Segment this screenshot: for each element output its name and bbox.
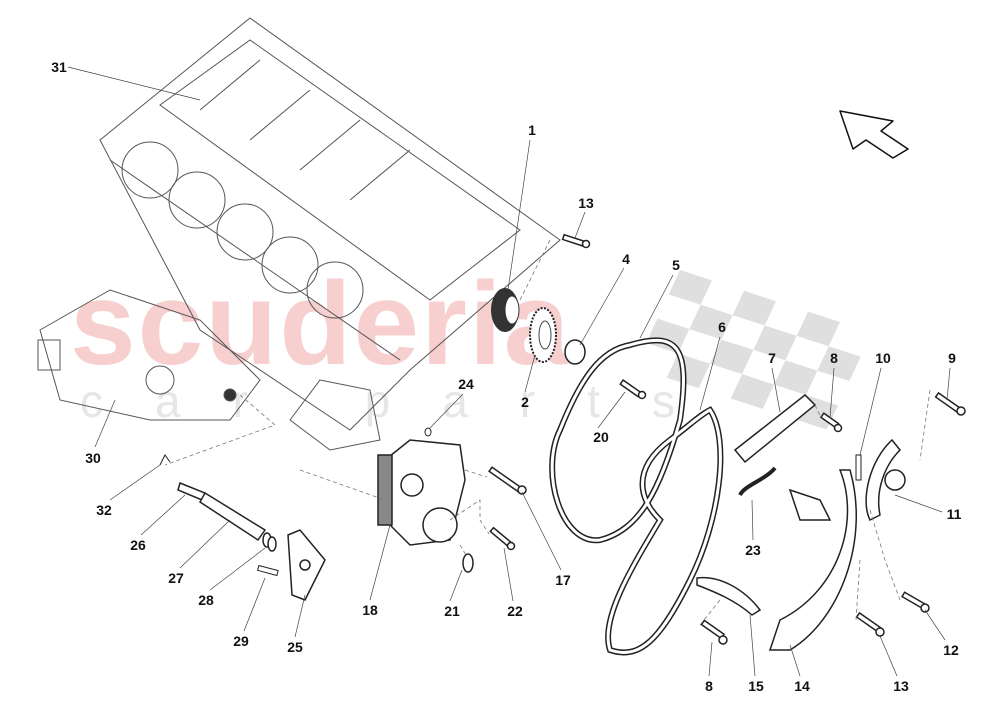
callout-c32[interactable]: 32 <box>96 502 112 518</box>
engine-block <box>99 17 561 451</box>
sprocket-1 <box>491 288 520 332</box>
bolt-13-top <box>561 233 591 249</box>
guide-rail-7 <box>733 393 817 464</box>
callout-c5[interactable]: 5 <box>672 257 680 273</box>
pin-10 <box>855 454 862 481</box>
seal-23 <box>738 466 777 497</box>
callout-c13a[interactable]: 13 <box>578 195 594 211</box>
assembly-lines <box>164 239 931 626</box>
bolt-22 <box>489 526 516 551</box>
callout-c10[interactable]: 10 <box>875 350 891 366</box>
callout-c26[interactable]: 26 <box>130 537 146 553</box>
bolt-8-bottom <box>700 619 728 645</box>
callout-c2[interactable]: 2 <box>521 394 529 410</box>
guide-14 <box>768 469 857 651</box>
o-ring-21 <box>462 553 474 573</box>
shaft-assembly <box>177 481 277 552</box>
callout-c7[interactable]: 7 <box>768 350 776 366</box>
callout-c13b[interactable]: 13 <box>893 678 909 694</box>
callout-c30[interactable]: 30 <box>85 450 101 466</box>
callout-c1[interactable]: 1 <box>528 122 536 138</box>
bolt-13-bottom <box>855 611 885 637</box>
callout-c6[interactable]: 6 <box>718 319 726 335</box>
callout-c12[interactable]: 12 <box>943 642 959 658</box>
callout-c8b[interactable]: 8 <box>705 678 713 694</box>
clip-32 <box>159 454 171 466</box>
cap-4 <box>564 339 586 365</box>
callout-c28[interactable]: 28 <box>198 592 214 608</box>
bracket-25 <box>287 529 326 601</box>
callout-c24[interactable]: 24 <box>458 376 474 392</box>
bolt-8-top <box>819 412 843 433</box>
bolt-29 <box>256 564 279 577</box>
callout-c8a[interactable]: 8 <box>830 350 838 366</box>
bolts <box>488 233 966 645</box>
checkered-flag-icon <box>646 270 861 430</box>
callout-c14[interactable]: 14 <box>794 678 810 694</box>
guide-15 <box>696 576 762 616</box>
bolt-12 <box>901 591 930 613</box>
callout-c31[interactable]: 31 <box>51 59 67 75</box>
o-ring-24 <box>424 427 432 437</box>
callout-c22[interactable]: 22 <box>507 603 523 619</box>
callout-c4[interactable]: 4 <box>622 251 630 267</box>
pump-housing <box>37 289 261 421</box>
callout-c9[interactable]: 9 <box>948 350 956 366</box>
bolt-20 <box>619 379 647 400</box>
bolt-9 <box>934 391 966 416</box>
oil-pump-18 <box>377 439 466 546</box>
tensioner-11 <box>865 438 906 522</box>
callout-c15[interactable]: 15 <box>748 678 764 694</box>
callout-c25[interactable]: 25 <box>287 639 303 655</box>
chains <box>549 337 724 656</box>
arrow-up-left-icon <box>839 110 909 159</box>
callout-c27[interactable]: 27 <box>168 570 184 586</box>
leader-lines <box>67 66 951 677</box>
callout-c18[interactable]: 18 <box>362 602 378 618</box>
bolt-17 <box>488 466 527 495</box>
callout-c21[interactable]: 21 <box>444 603 460 619</box>
callout-c20[interactable]: 20 <box>593 429 609 445</box>
callout-c23[interactable]: 23 <box>745 542 761 558</box>
callout-c17[interactable]: 17 <box>555 572 571 588</box>
watermark-main: scuderia <box>70 258 572 390</box>
sprocket-2 <box>529 307 557 363</box>
callout-c29[interactable]: 29 <box>233 633 249 649</box>
callout-c11[interactable]: 11 <box>946 506 962 522</box>
